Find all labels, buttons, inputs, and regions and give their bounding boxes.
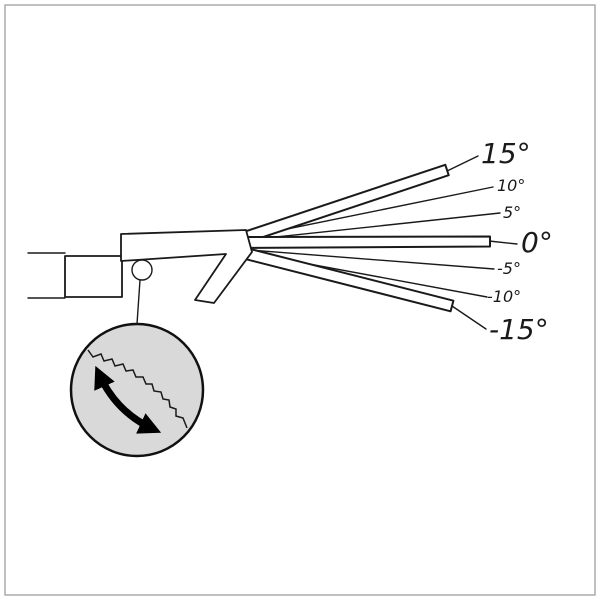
angle-label-5: 5°	[503, 203, 521, 222]
angle-label-neg10: -10°	[487, 287, 521, 306]
leader-line-15	[444, 155, 479, 173]
rotation-double-arrow-icon	[94, 365, 162, 434]
leader-line-0	[488, 240, 518, 245]
pivot-circle	[131, 259, 153, 281]
angle-label-10: 10°	[497, 176, 525, 195]
mounting-bracket	[120, 229, 253, 304]
magnifier-leader-line	[136, 279, 141, 325]
angle-label-neg5: -5°	[497, 259, 521, 278]
leader-line-5	[247, 212, 501, 241]
magnifier-detail-circle	[69, 322, 205, 458]
angle-label-neg15: -15°	[489, 313, 549, 346]
angle-label-0: 0°	[521, 226, 553, 259]
leader-line-neg5	[249, 249, 495, 270]
leader-line-neg15	[451, 305, 487, 330]
pole-clamp	[64, 255, 123, 298]
frame-border	[4, 4, 596, 596]
tilt-arm-neg15	[229, 243, 455, 313]
tilt-arm-0	[224, 235, 491, 249]
angle-label-15: 15°	[481, 137, 531, 170]
